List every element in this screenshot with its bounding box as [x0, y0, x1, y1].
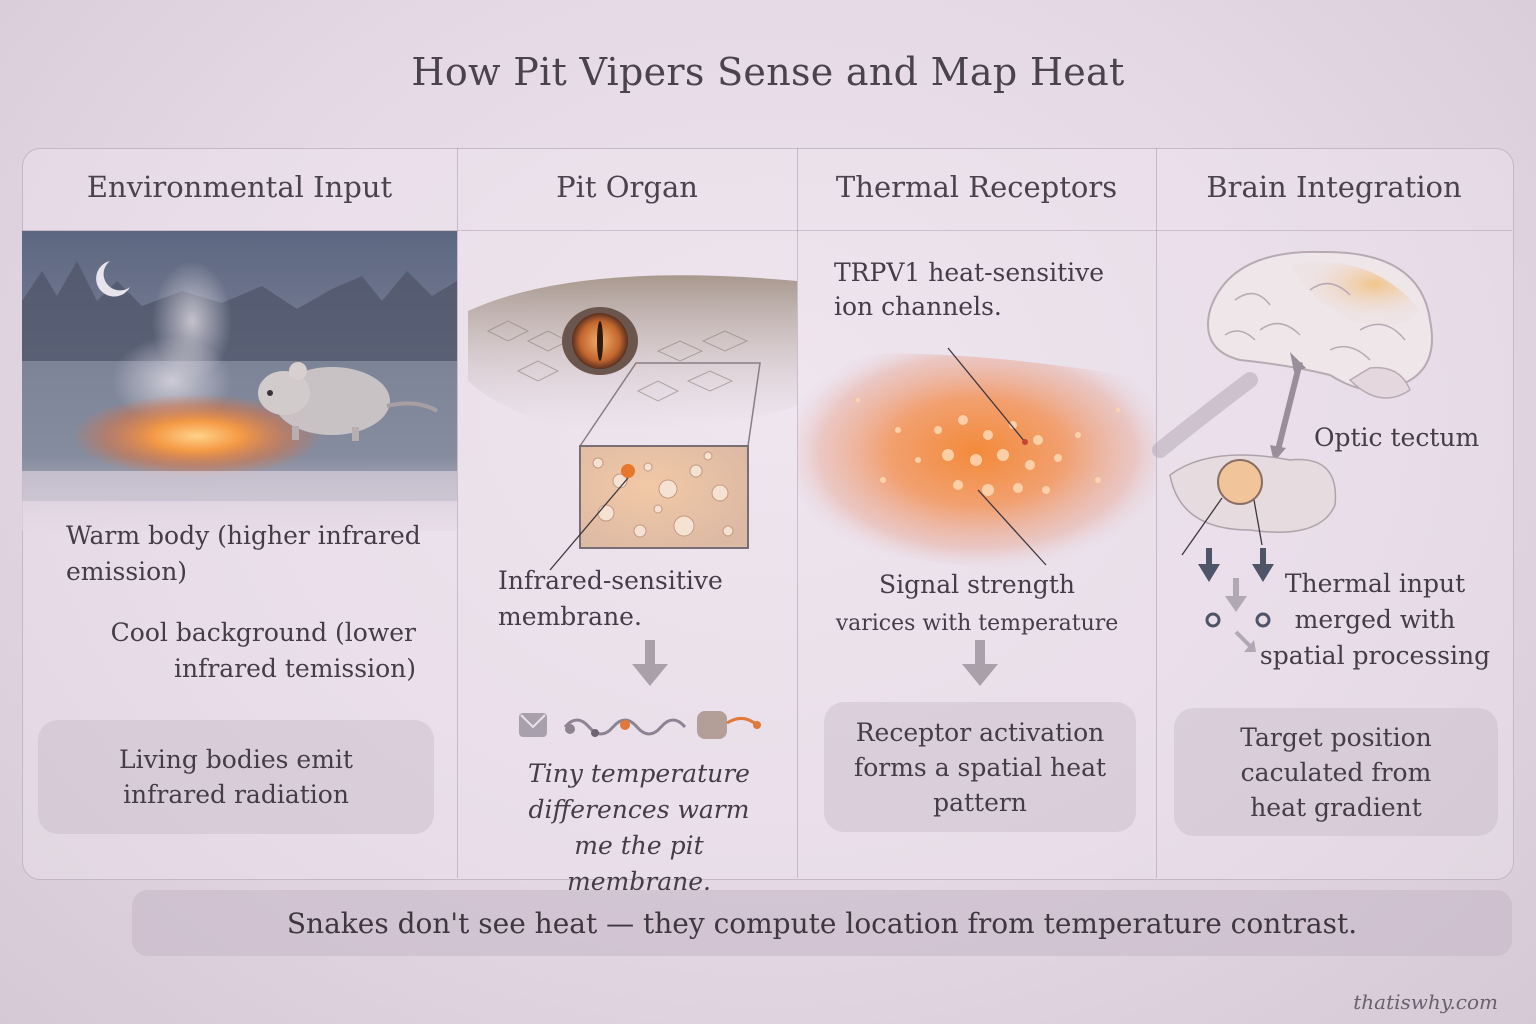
heading-environmental-input: Environmental Input: [86, 170, 393, 204]
label-warm-body: Warm body (higher infrared emission): [66, 521, 421, 586]
night-scene-illustration: [22, 231, 457, 531]
receptor-heat-field-illustration: [798, 347, 1156, 572]
rodent-icon: [258, 362, 439, 441]
summary-box-receptors: Receptor activation forms a spatial heat…: [824, 702, 1136, 832]
column-divider-2: [797, 148, 798, 878]
column-divider-1: [457, 148, 458, 878]
header-divider: [22, 230, 1512, 231]
optic-tectum-icon: [1169, 454, 1337, 556]
caption-pit-membrane: Tiny temperature differences warm me the…: [528, 759, 750, 896]
footer-summary: Snakes don't see heat — they compute loc…: [132, 890, 1512, 956]
double-arrow-icon: [1270, 352, 1306, 462]
column-divider-3: [1156, 148, 1157, 878]
arrow-down-icon-2: [962, 640, 998, 686]
pit-organ-illustration: [468, 275, 797, 549]
summary-box-brain: Target position caculated from heat grad…: [1174, 708, 1498, 836]
heading-pit-organ: Pit Organ: [556, 170, 698, 204]
arrow-down-icon: [632, 640, 668, 686]
label-infrared-membrane: Infrared-sensitive membrane.: [498, 566, 723, 631]
site-credit: thatiswhy.com: [1353, 990, 1498, 1014]
brain-illustration: [1152, 250, 1433, 556]
signal-transduction-icon: [519, 711, 761, 739]
label-optic-tectum: Optic tectum: [1314, 423, 1480, 452]
membrane-pointer-line: [549, 477, 629, 571]
label-signal-varies: varices with temperature: [835, 611, 1119, 636]
page-title: How Pit Vipers Sense and Map Heat: [411, 50, 1125, 94]
heading-thermal-receptors: Thermal Receptors: [835, 170, 1118, 204]
label-signal-strength: Signal strength: [879, 570, 1075, 599]
snake-eye-icon: [562, 307, 638, 375]
thermal-merge-arrows-icon: [1198, 548, 1274, 652]
summary-box-environmental: Living bodies emit infrared radiation: [38, 720, 434, 834]
label-thermal-merge: Thermal input merged with spatial proces…: [1259, 569, 1491, 670]
heading-brain-integration: Brain Integration: [1206, 170, 1462, 204]
label-cool-background: Cool background (lower infrared temissio…: [110, 618, 416, 683]
brain-icon: [1207, 250, 1433, 399]
label-trpv1-channels: TRPV1 heat-sensitive ion channels.: [834, 258, 1105, 321]
